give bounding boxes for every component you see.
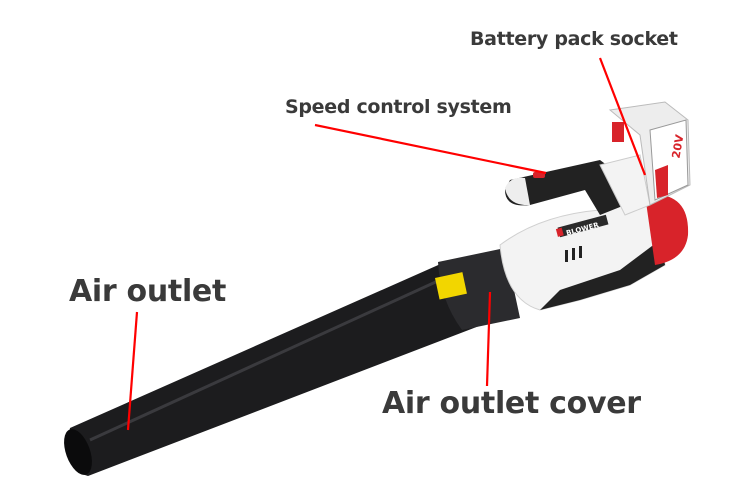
speed-leader-line [314,123,547,175]
battery-leader-line [598,57,647,176]
speed-control-system-label: Speed control system [285,96,512,118]
air-outlet-cover [438,248,520,330]
voltage-text: 20V [670,133,687,159]
air-outlet-cover-label: Air outlet cover [382,386,641,421]
battery-pack-socket-label: Battery pack socket [470,28,678,50]
blower-tube [68,262,500,476]
air-outlet-label: Air outlet [69,274,227,309]
outlet-leader-line [126,311,139,431]
handle [505,160,625,215]
cover-leader-line [485,291,492,387]
rear-cap [645,194,689,265]
